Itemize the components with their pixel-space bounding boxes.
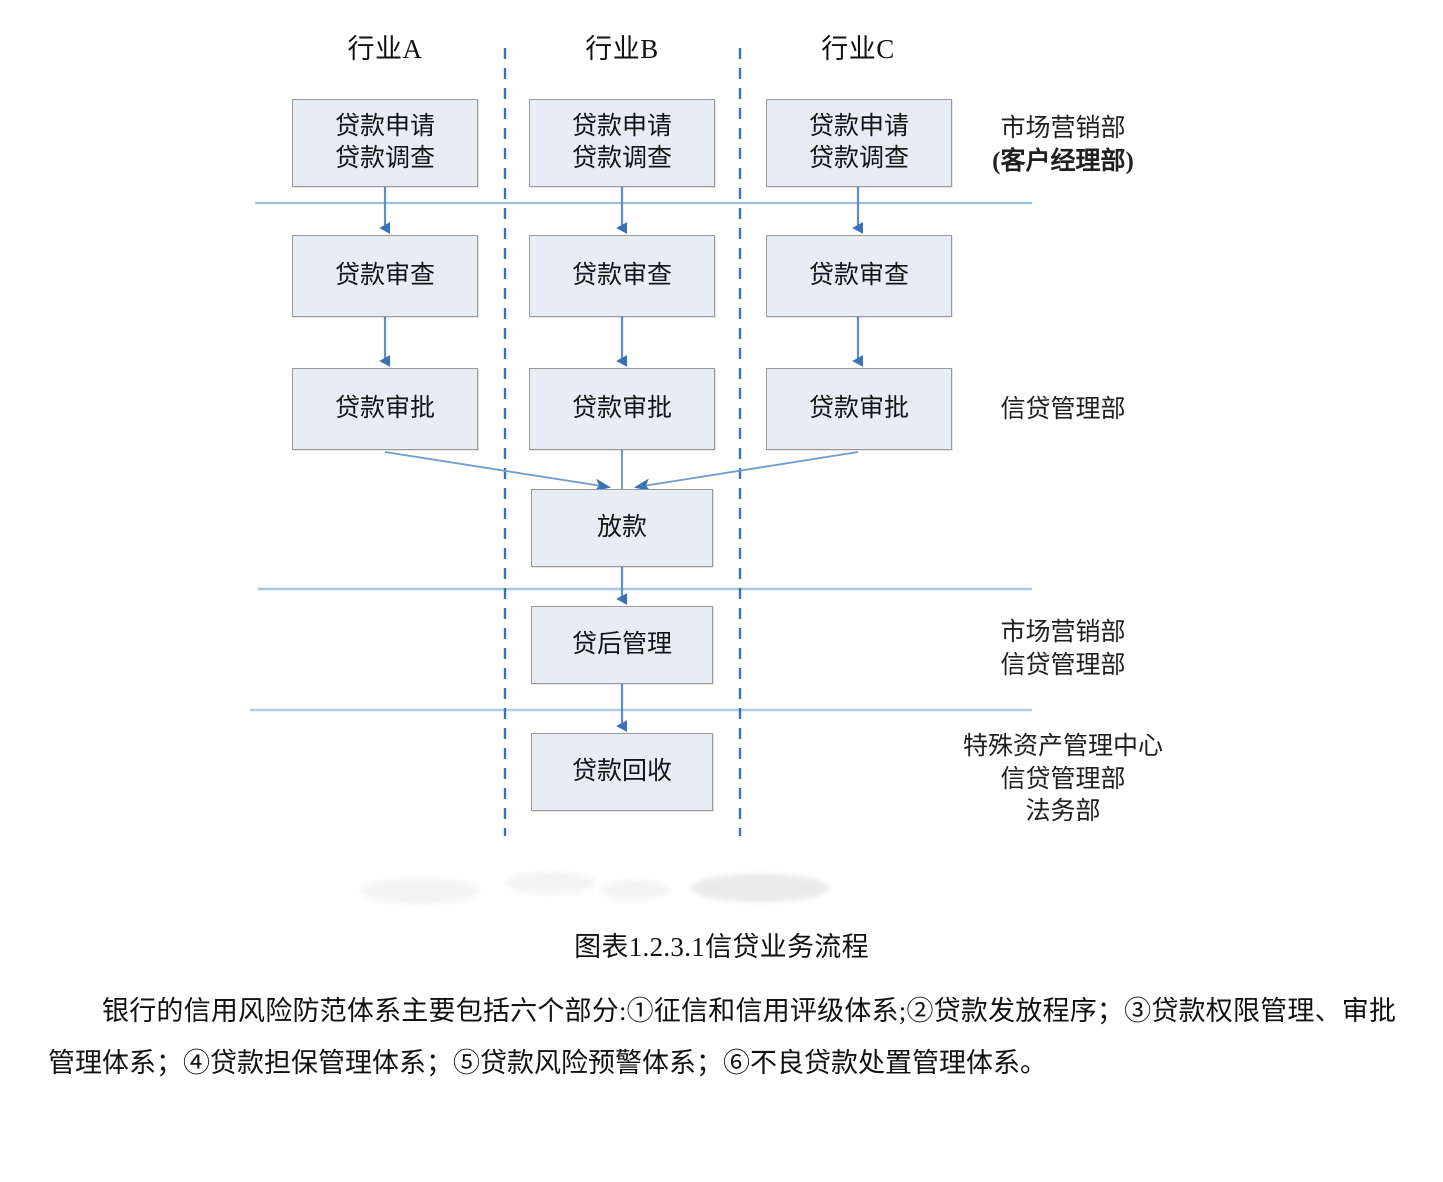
body-paragraph: 银行的信用风险防范体系主要包括六个部分:①征信和信用评级体系;②贷款发放程序；③… [48,996,1396,1078]
arrow-approve-a-to-disburse [384,451,611,492]
department-label-special-assets: 特殊资产管理中心 信贷管理部 法务部 [925,731,1201,829]
department-line: 信贷管理部 [1000,396,1126,423]
node-line: 贷款审批 [334,395,435,422]
node-line: 贷款审批 [571,395,672,422]
node-loan-application-b[interactable]: 贷款申请 贷款调查 [529,99,715,187]
node-loan-approval-a[interactable]: 贷款审批 [292,368,478,450]
node-line: 贷款审查 [808,262,909,289]
arrow-approve-c-to-disburse [634,451,859,492]
node-line: 放款 [596,514,647,541]
column-header-industry-a: 行业A [347,34,423,64]
node-post-loan-management[interactable]: 贷后管理 [531,606,713,684]
watermark-smudge [505,872,595,894]
watermark-smudge [360,878,480,904]
credit-business-flowchart: 行业A 行业B 行业C 贷款申请 贷款调查 贷款申请 贷款调查 贷款申请 贷款调… [250,34,1201,904]
column-header-industry-c: 行业C [821,34,895,64]
flowchart-connector-layer [250,48,1032,836]
department-label-credit-management: 信贷管理部 [943,394,1183,427]
node-loan-application-a[interactable]: 贷款申请 贷款调查 [292,99,478,187]
node-disbursement[interactable]: 放款 [531,489,713,567]
node-line: 贷款审查 [334,262,435,289]
node-loan-recovery[interactable]: 贷款回收 [531,733,713,811]
department-line: 市场营销部 [1000,619,1126,646]
department-line: 法务部 [1025,798,1101,825]
department-label-marketing: 市场营销部 (客户经理部) [943,113,1183,178]
department-line: 信贷管理部 [1000,651,1126,679]
department-line: 市场营销部 [1000,115,1126,142]
node-line: 贷款审查 [571,262,672,289]
department-label-marketing-and-credit: 市场营销部 信贷管理部 [943,617,1183,682]
node-line: 贷款调查 [808,145,909,172]
department-line: 特殊资产管理中心 [962,733,1163,760]
node-line: 贷款申请 [808,113,909,140]
department-line: 信贷管理部 [1000,765,1126,793]
node-line: 贷款调查 [571,145,672,172]
figure-caption: 图表1.2.3.1信贷业务流程 [574,932,869,962]
node-line: 贷款审批 [808,395,909,422]
node-line: 贷款调查 [334,145,435,172]
node-loan-review-a[interactable]: 贷款审查 [292,235,478,317]
node-loan-approval-c[interactable]: 贷款审批 [766,368,952,450]
body-text-block: 银行的信用风险防范体系主要包括六个部分:①征信和信用评级体系;②贷款发放程序；③… [48,985,1396,1089]
column-header-industry-b: 行业B [585,34,659,64]
watermark-smudge [690,874,830,902]
node-line: 贷款申请 [334,113,435,140]
watermark-smudge [600,880,670,900]
node-loan-approval-b[interactable]: 贷款审批 [529,368,715,450]
node-line: 贷后管理 [571,631,672,658]
node-line: 贷款回收 [571,758,672,785]
convergence-arrows-to-disbursement [384,450,859,492]
node-line: 贷款申请 [571,113,672,140]
node-loan-review-b[interactable]: 贷款审查 [529,235,715,317]
department-line: (客户经理部) [992,147,1134,175]
node-loan-review-c[interactable]: 贷款审查 [766,235,952,317]
node-loan-application-c[interactable]: 贷款申请 贷款调查 [766,99,952,187]
